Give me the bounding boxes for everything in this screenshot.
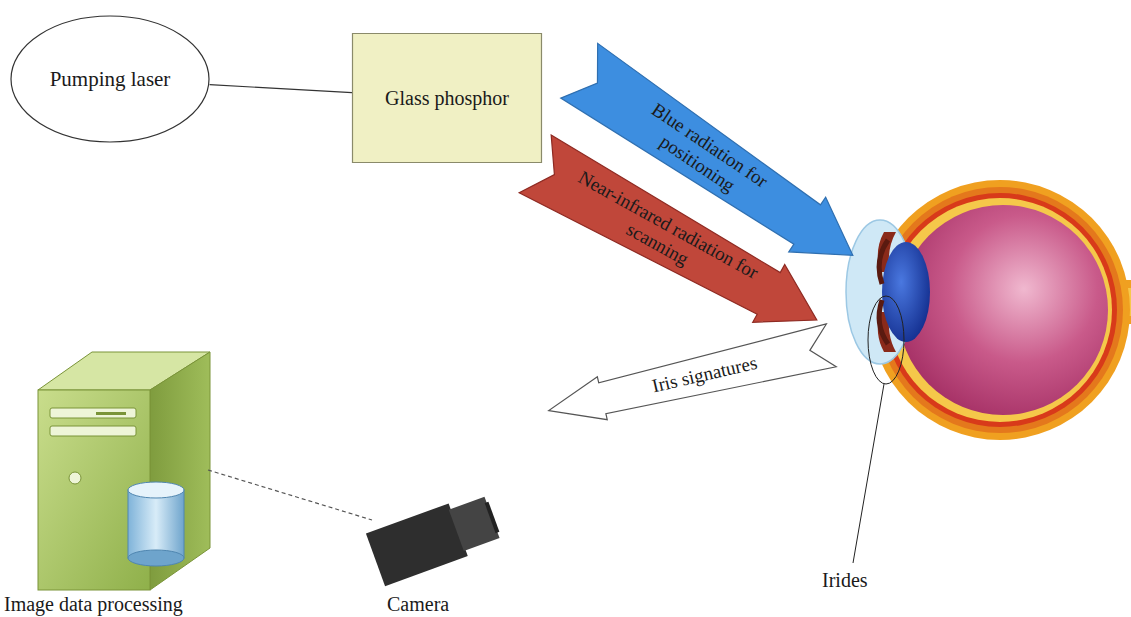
connector-line bbox=[210, 85, 352, 93]
leader-line bbox=[853, 384, 884, 563]
phosphor-box: Glass phosphor bbox=[352, 33, 542, 163]
eye-illustration bbox=[846, 180, 1131, 563]
data-cable bbox=[208, 470, 372, 520]
camera-label-wrap: Camera bbox=[387, 593, 449, 615]
node-text: Glass phosphor bbox=[385, 87, 509, 110]
processing-label-wrap: Image data processing bbox=[4, 593, 183, 615]
laser-ellipse: Pumping laser bbox=[10, 15, 210, 143]
irides-label-wrap: Irides bbox=[822, 569, 868, 591]
processing-label: Image data processing bbox=[4, 593, 183, 615]
camera-label: Camera bbox=[387, 593, 449, 615]
irides-label: Irides bbox=[822, 569, 868, 591]
computer-tower bbox=[38, 352, 210, 590]
iris-marker bbox=[868, 296, 904, 384]
camera-symbol bbox=[366, 490, 504, 586]
signature-arrow: Iris signatures bbox=[544, 324, 836, 432]
node-text: Pumping laser bbox=[50, 67, 171, 91]
